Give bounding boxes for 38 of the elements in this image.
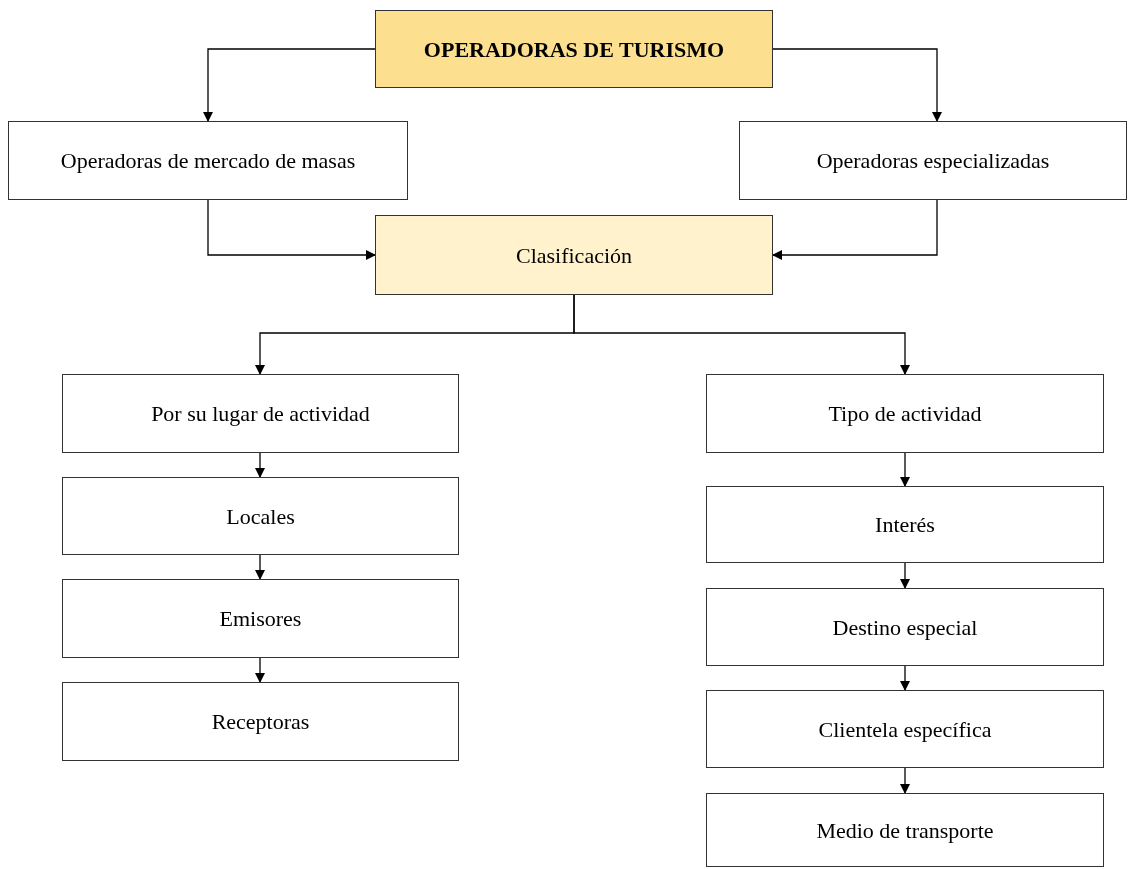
arrow [207,199,376,260]
process-box [375,10,773,88]
arrow [255,452,265,478]
arrow [203,48,376,122]
arrow [573,294,910,375]
box-label: Receptoras [211,708,310,736]
arrow [772,48,942,122]
box-label: Destino especial [832,613,978,642]
process-box [62,579,459,658]
box-label: Emisores [219,605,302,633]
process-box [706,486,1104,563]
box-label: Interés [875,511,935,539]
process-box [706,690,1104,768]
process-box [706,793,1104,867]
arrow [900,452,910,487]
arrow [900,665,910,691]
box-label: Clientela específica [818,715,992,744]
box-label: Tipo de actividad [828,400,982,428]
box-label: Operadoras especializadas [816,147,1050,175]
process-box [706,588,1104,666]
box-label: Medio de transporte [816,816,994,845]
arrow [900,767,910,794]
box-label: Operadoras de mercado de masas [60,147,356,175]
process-box [62,374,459,453]
process-box [62,682,459,761]
arrow [255,554,265,580]
box-label: OPERADORAS DE TURISMO [423,35,725,64]
box-label: Clasificación [515,241,633,270]
process-box [706,374,1104,453]
process-box [8,121,408,200]
box-label: Locales [226,502,295,531]
process-box [375,215,773,295]
arrow [255,657,265,683]
arrow [900,562,910,589]
arrow [772,199,938,260]
box-label: Por su lugar de actividad [151,400,370,428]
process-box [62,477,459,555]
process-box [739,121,1127,200]
